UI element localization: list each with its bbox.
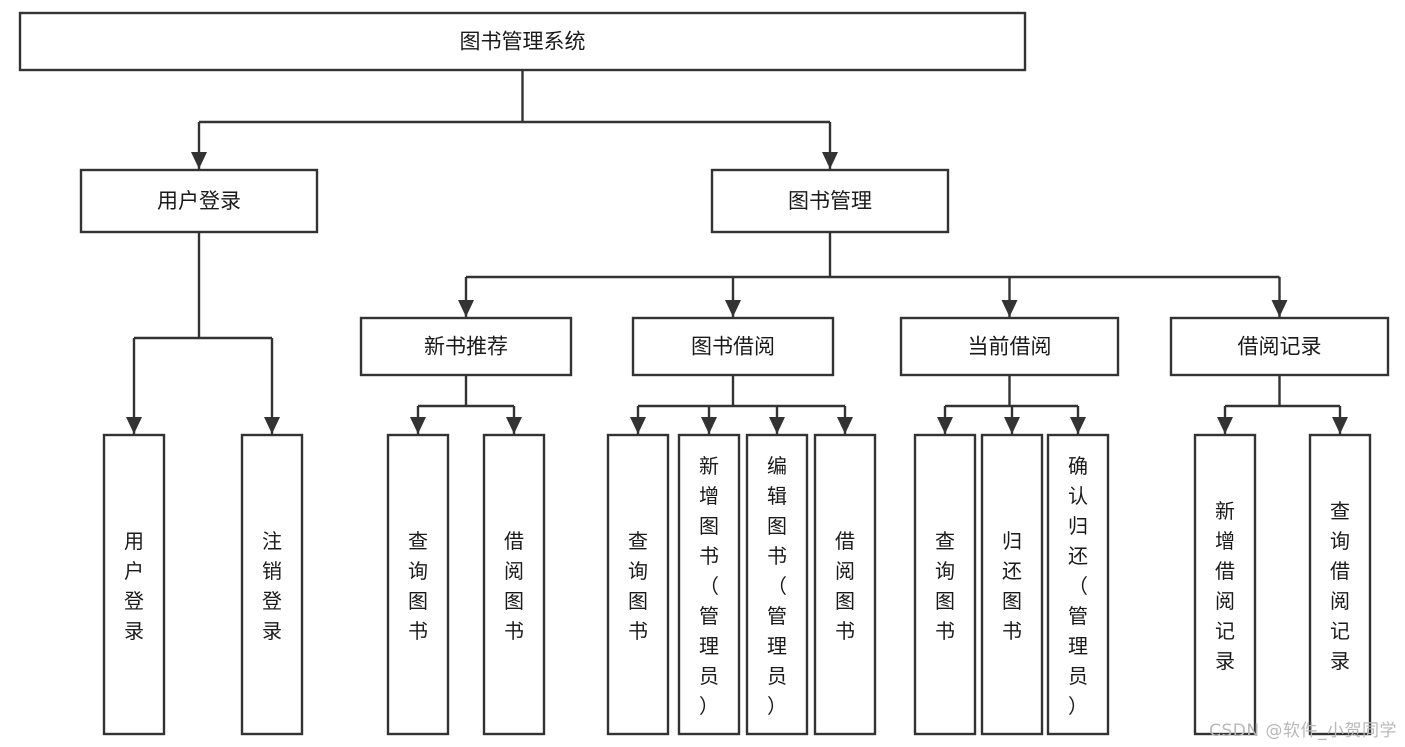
node-root[interactable]: 图书管理系统 xyxy=(18,11,1027,72)
edge-group-root xyxy=(191,70,838,169)
node-leaf-add-book[interactable]: 新增图书（管理员） xyxy=(677,433,741,736)
node-leaf-return-book[interactable]: 归还图书 xyxy=(980,433,1044,736)
node-book-borrow[interactable]: 图书借阅 xyxy=(631,316,835,377)
edge-group-new-book-rec xyxy=(410,375,522,434)
arrow-head-icon xyxy=(126,417,142,434)
node-box-book-borrow xyxy=(631,316,835,377)
node-leaf-edit-book[interactable]: 编辑图书（管理员） xyxy=(745,433,809,736)
node-label-leaf-query-book-1: 查询图书 xyxy=(408,529,428,643)
node-label-leaf-confirm-return: 确认归还（管理员） xyxy=(1068,454,1088,718)
node-box-leaf-query-book-2 xyxy=(606,433,670,736)
node-label-leaf-borrow-book-2: 借阅图书 xyxy=(835,529,855,643)
node-box-leaf-borrow-book-1 xyxy=(482,433,546,736)
arrow-head-icon xyxy=(630,417,646,434)
arrow-head-icon xyxy=(822,152,838,169)
node-label-leaf-query-record: 查询借阅记录 xyxy=(1330,499,1350,673)
node-box-borrow-record xyxy=(1169,316,1390,377)
node-label-leaf-return-book: 归还图书 xyxy=(1002,529,1022,643)
node-label-book-borrow: 图书借阅 xyxy=(691,335,775,359)
node-leaf-borrow-book-1[interactable]: 借阅图书 xyxy=(482,433,546,736)
arrow-head-icon xyxy=(1271,300,1288,317)
arrow-head-icon xyxy=(1070,417,1086,434)
node-leaf-borrow-book-2[interactable]: 借阅图书 xyxy=(813,433,877,736)
node-label-leaf-add-book: 新增图书（管理员） xyxy=(699,454,719,718)
node-box-root xyxy=(18,11,1027,72)
node-label-root: 图书管理系统 xyxy=(460,30,586,54)
node-label-leaf-borrow-book-1: 借阅图书 xyxy=(504,529,524,643)
edge-group-book-manage xyxy=(458,232,1288,317)
node-box-leaf-edit-book xyxy=(745,433,809,736)
arrow-head-icon xyxy=(1001,300,1018,317)
node-leaf-query-book-3[interactable]: 查询图书 xyxy=(913,433,977,736)
node-box-leaf-confirm-return xyxy=(1046,433,1110,736)
edge-group-user-login xyxy=(126,232,280,434)
node-borrow-record[interactable]: 借阅记录 xyxy=(1169,316,1390,377)
csdn-watermark: CSDN @软件_小贺同学 xyxy=(1209,721,1397,741)
arrow-head-icon xyxy=(725,300,741,317)
node-label-borrow-record: 借阅记录 xyxy=(1238,335,1322,359)
edge-group-book-borrow xyxy=(630,375,853,434)
node-label-leaf-query-book-3: 查询图书 xyxy=(935,529,955,643)
node-label-user-login: 用户登录 xyxy=(157,189,241,213)
node-label-leaf-query-book-2: 查询图书 xyxy=(628,529,648,643)
node-label-leaf-user-login: 用户登录 xyxy=(124,529,144,643)
node-leaf-logout[interactable]: 注销登录 xyxy=(240,433,304,736)
arrow-head-icon xyxy=(506,417,522,434)
node-box-leaf-query-record xyxy=(1308,433,1372,736)
edge-layer xyxy=(126,70,1348,434)
arrow-head-icon xyxy=(769,417,785,434)
node-box-leaf-user-login xyxy=(102,433,166,736)
node-box-current-borrow xyxy=(899,316,1120,377)
node-box-leaf-add-record xyxy=(1193,433,1257,736)
arrow-head-icon xyxy=(264,417,280,434)
node-layer: 图书管理系统用户登录图书管理新书推荐图书借阅当前借阅借阅记录用户登录注销登录查询… xyxy=(18,11,1390,736)
arrow-head-icon xyxy=(1332,417,1348,434)
node-box-leaf-borrow-book-2 xyxy=(813,433,877,736)
node-box-leaf-query-book-3 xyxy=(913,433,977,736)
arrow-head-icon xyxy=(1004,417,1020,434)
node-new-book-rec[interactable]: 新书推荐 xyxy=(359,316,573,377)
node-box-user-login xyxy=(79,168,319,234)
node-leaf-confirm-return[interactable]: 确认归还（管理员） xyxy=(1046,433,1110,736)
node-label-book-manage: 图书管理 xyxy=(788,189,872,213)
node-current-borrow[interactable]: 当前借阅 xyxy=(899,316,1120,377)
node-user-login[interactable]: 用户登录 xyxy=(79,168,319,234)
node-label-new-book-rec: 新书推荐 xyxy=(424,335,508,359)
node-label-leaf-add-record: 新增借阅记录 xyxy=(1215,499,1235,673)
node-leaf-add-record[interactable]: 新增借阅记录 xyxy=(1193,433,1257,736)
edge-group-current-borrow xyxy=(937,375,1086,434)
arrow-head-icon xyxy=(458,300,474,317)
arrow-head-icon xyxy=(837,417,853,434)
arrow-head-icon xyxy=(1217,417,1233,434)
node-label-leaf-edit-book: 编辑图书（管理员） xyxy=(767,454,787,718)
arrow-head-icon xyxy=(410,417,426,434)
node-box-book-manage xyxy=(710,168,950,234)
edge-group-borrow-record xyxy=(1217,375,1348,434)
node-leaf-query-book-1[interactable]: 查询图书 xyxy=(386,433,450,736)
node-box-leaf-query-book-1 xyxy=(386,433,450,736)
node-leaf-query-book-2[interactable]: 查询图书 xyxy=(606,433,670,736)
arrow-head-icon xyxy=(191,152,207,169)
node-leaf-user-login[interactable]: 用户登录 xyxy=(102,433,166,736)
arrow-head-icon xyxy=(701,417,717,434)
node-leaf-query-record[interactable]: 查询借阅记录 xyxy=(1308,433,1372,736)
node-box-leaf-return-book xyxy=(980,433,1044,736)
node-label-leaf-logout: 注销登录 xyxy=(262,529,282,643)
node-box-new-book-rec xyxy=(359,316,573,377)
node-box-leaf-logout xyxy=(240,433,304,736)
node-book-manage[interactable]: 图书管理 xyxy=(710,168,950,234)
node-box-leaf-add-book xyxy=(677,433,741,736)
arrow-head-icon xyxy=(937,417,953,434)
node-label-current-borrow: 当前借阅 xyxy=(968,335,1052,359)
